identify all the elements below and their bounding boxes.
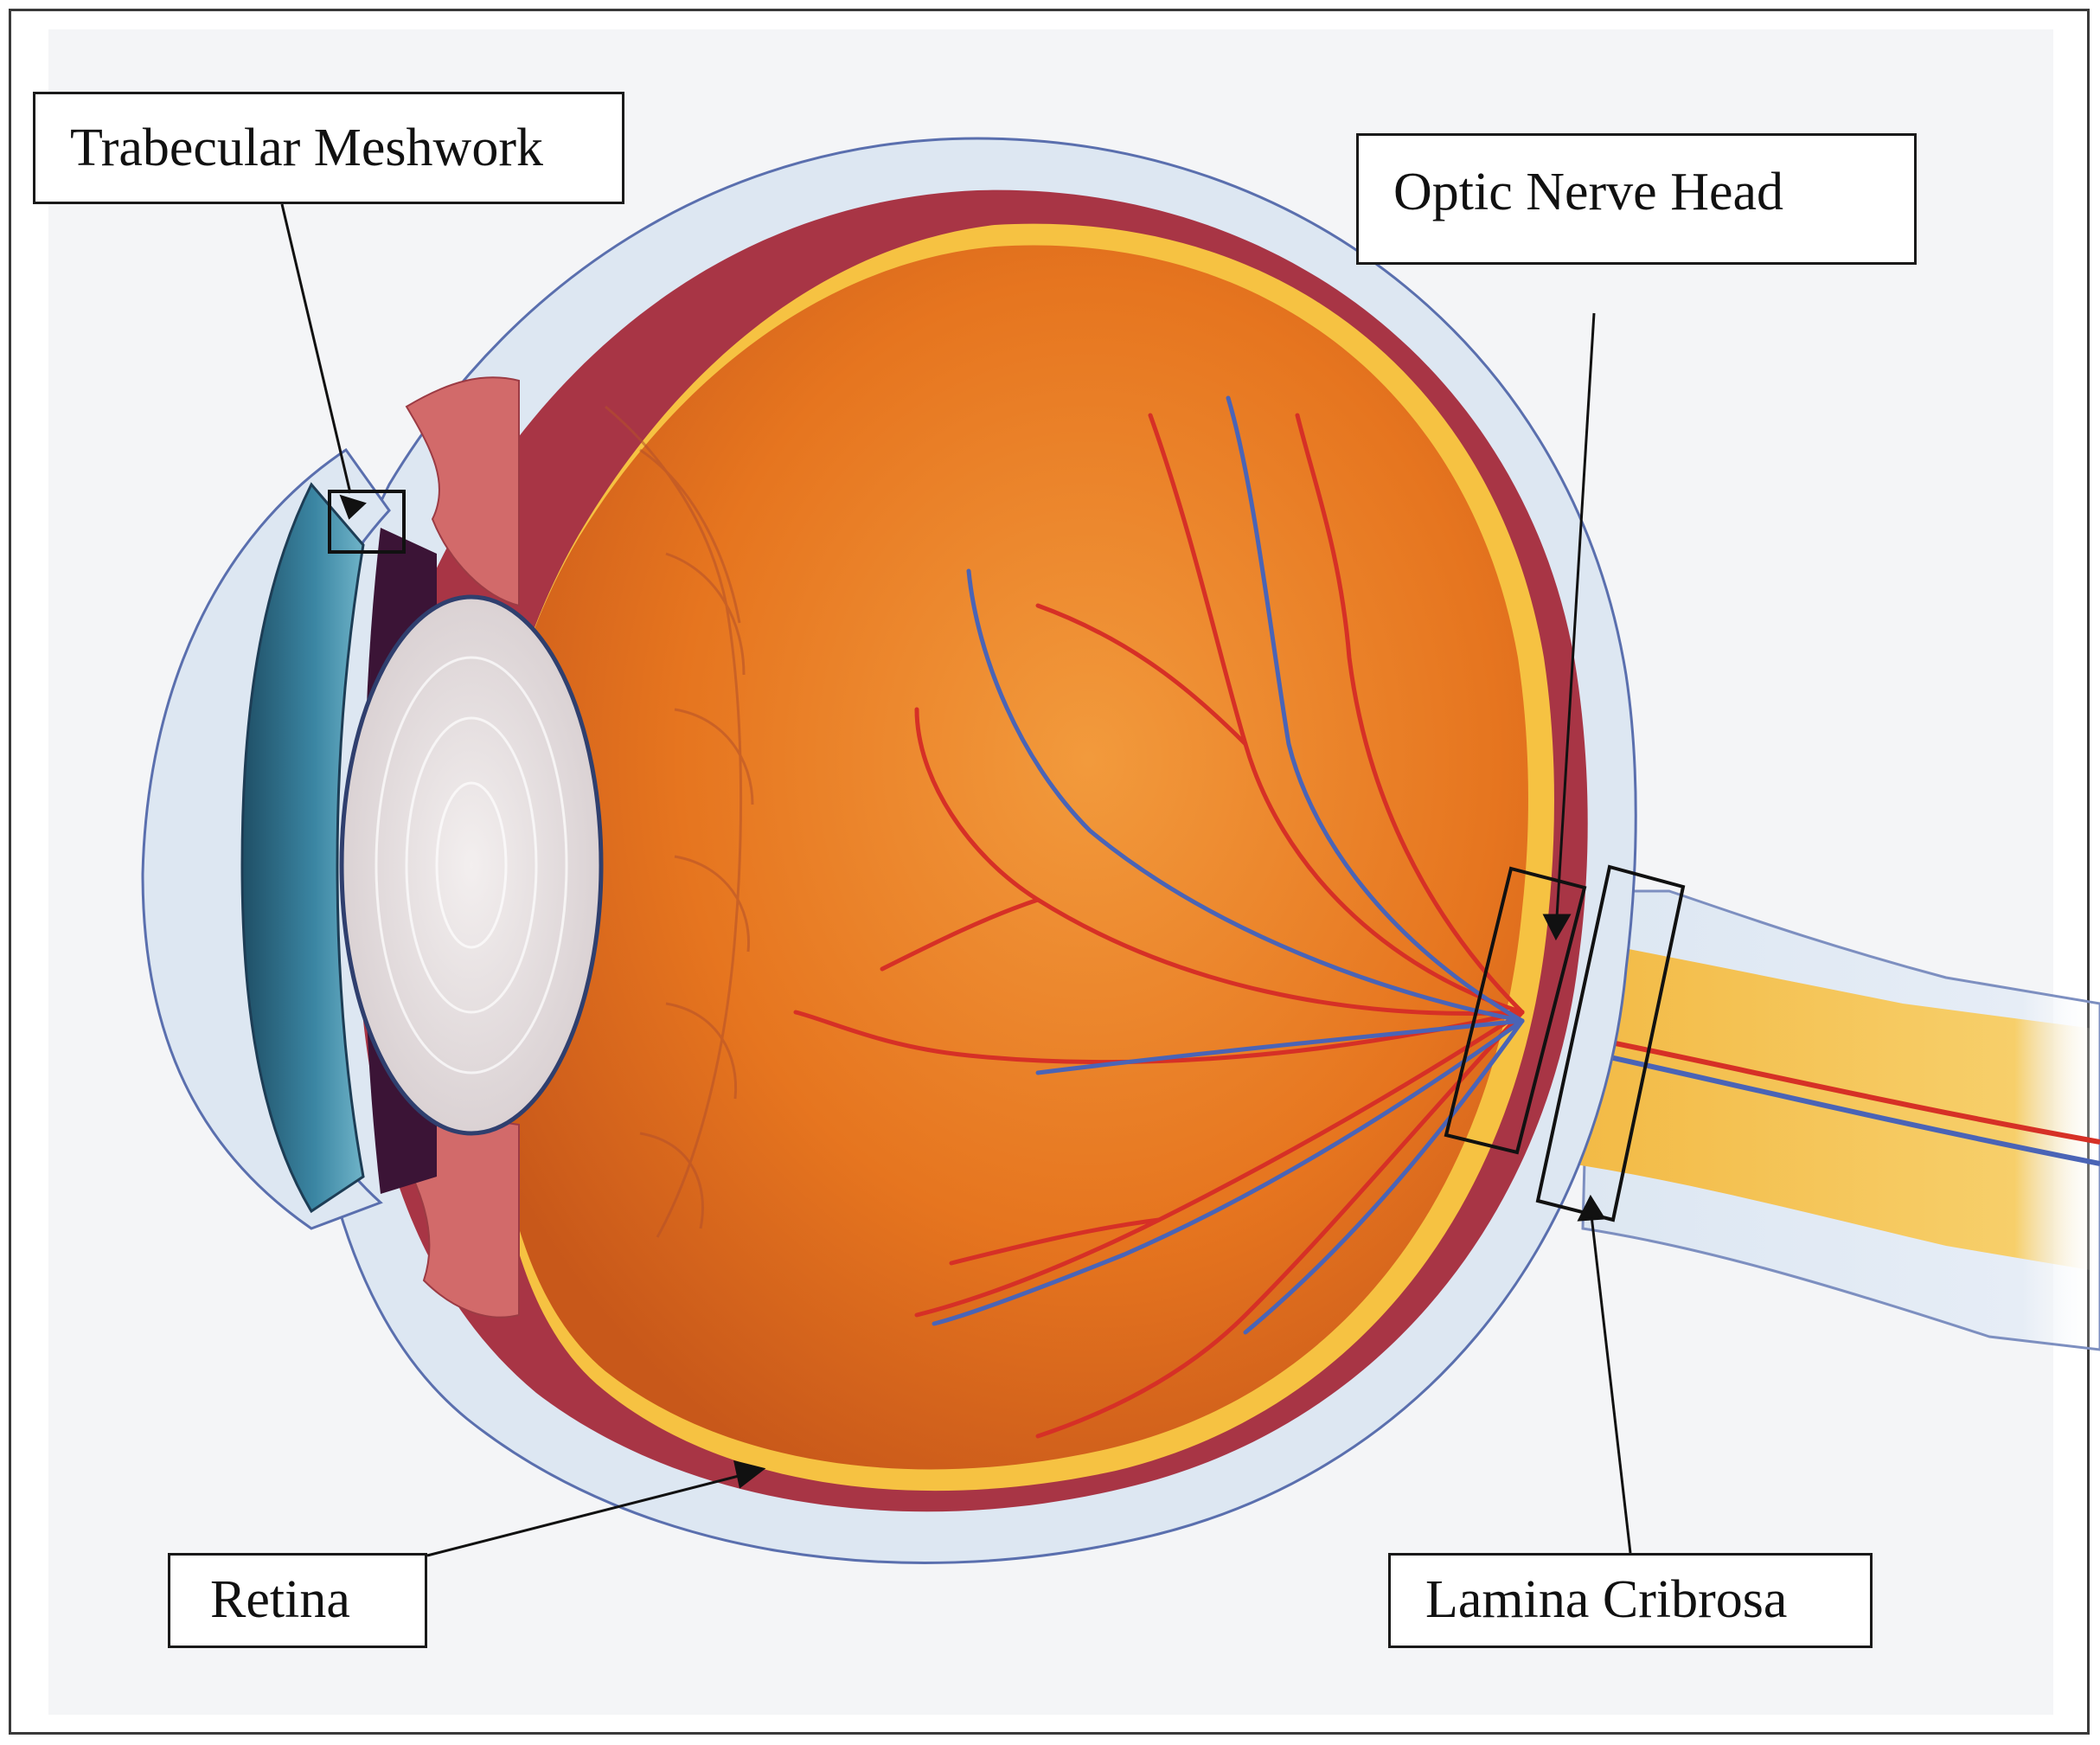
label-lamina-cribrosa: Lamina Cribrosa xyxy=(1425,1570,1788,1629)
retinal-arteries xyxy=(793,413,1525,1439)
callout-retina: Retina xyxy=(168,1553,427,1648)
label-optic-nerve-head: Optic Nerve Head xyxy=(1393,163,1784,221)
lens xyxy=(339,594,604,1136)
label-trabecular-meshwork: Trabecular Meshwork xyxy=(70,119,543,177)
leader-lines xyxy=(280,203,1632,1557)
ciliary-folds xyxy=(605,405,754,1238)
retinal-veins xyxy=(932,395,1525,1335)
trabecular-meshwork-highlight-box xyxy=(328,490,406,554)
callout-trabecular-meshwork: Trabecular Meshwork xyxy=(33,92,624,204)
callout-lamina-cribrosa: Lamina Cribrosa xyxy=(1388,1553,1873,1648)
iris xyxy=(240,482,365,1214)
lamina-cribrosa-highlight-box xyxy=(1535,864,1686,1222)
label-retina: Retina xyxy=(210,1570,350,1629)
lens-rings xyxy=(375,656,568,1075)
callout-optic-nerve-head: Optic Nerve Head xyxy=(1356,133,1917,265)
